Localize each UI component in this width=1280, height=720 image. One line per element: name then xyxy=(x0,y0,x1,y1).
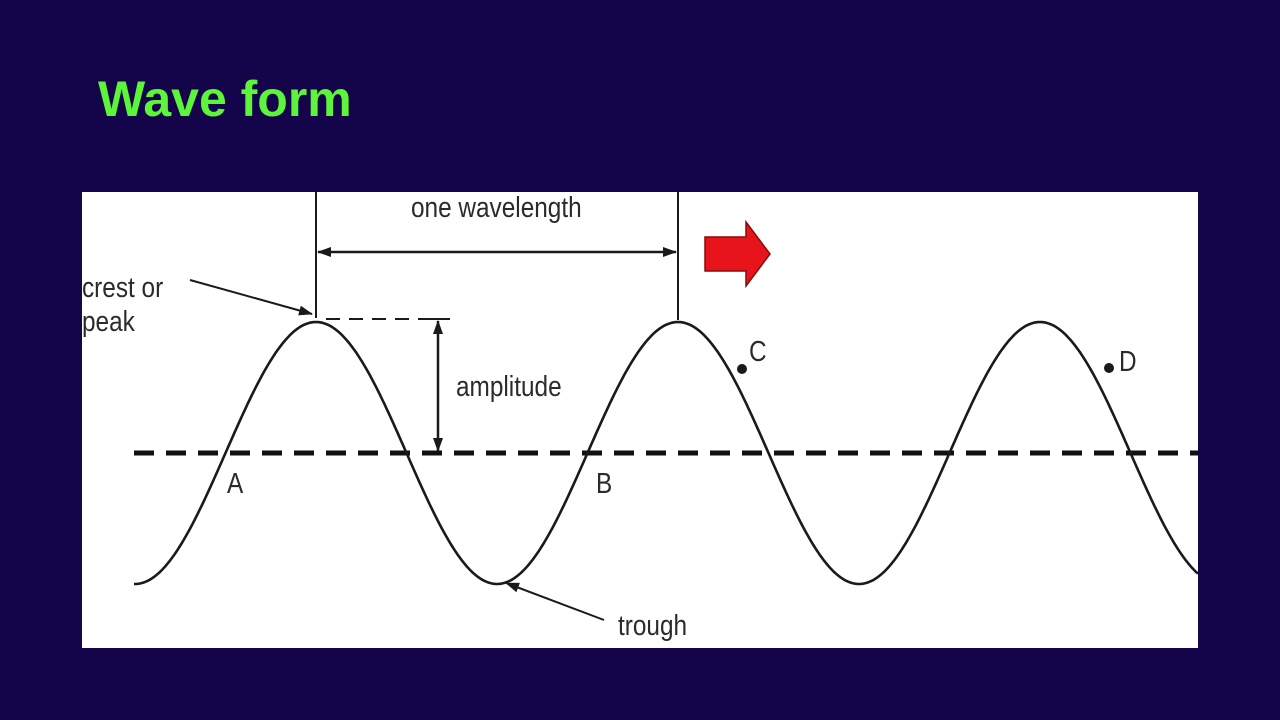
wave-curve xyxy=(134,320,1198,586)
amplitude-label: amplitude xyxy=(456,371,562,403)
wave-diagram: one wavelength crest or peak amplitude t… xyxy=(82,192,1198,648)
slide-title: Wave form xyxy=(98,71,352,127)
wave-diagram-graphics xyxy=(134,192,1198,621)
crest-label: crest or xyxy=(82,272,164,304)
wavelength-label: one wavelength xyxy=(411,192,582,224)
point-a-label: A xyxy=(227,468,244,500)
point-d-dot xyxy=(1104,363,1114,373)
crest-pointer xyxy=(189,279,313,316)
point-b-label: B xyxy=(596,468,613,500)
red-right-arrow-icon xyxy=(704,219,771,289)
point-c-dot xyxy=(737,364,747,374)
trough-label: trough xyxy=(618,610,688,642)
point-c-label: C xyxy=(749,336,767,368)
point-d-label: D xyxy=(1119,346,1137,378)
trough-pointer xyxy=(505,582,605,621)
crest-label-line2: peak xyxy=(82,306,135,338)
